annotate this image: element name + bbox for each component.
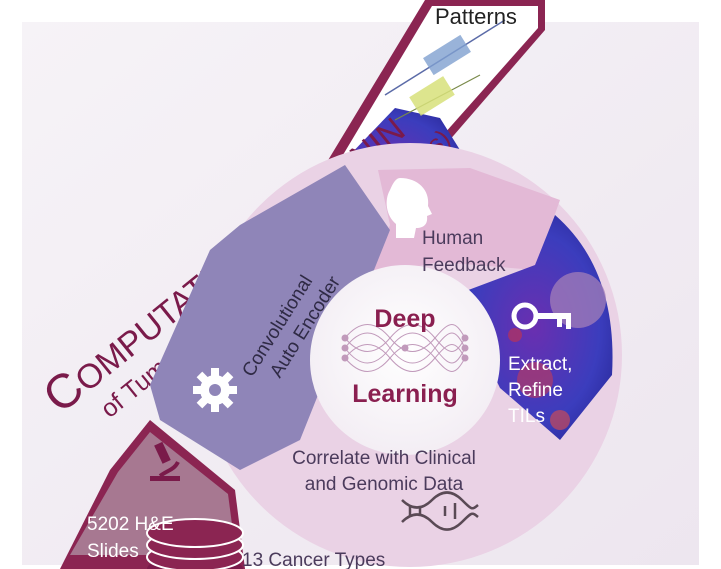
pattern-waveform [384, 19, 506, 121]
patterns-label: Patterns [435, 4, 517, 29]
key-icon [511, 302, 571, 330]
feedback-label-line2: Feedback [422, 255, 506, 276]
extract-label-line2: Refine [508, 380, 563, 401]
slides-card: 5202 H&E Slides [60, 420, 245, 569]
center-circle [310, 265, 500, 455]
deep-learning-cycle: Deep Learning Convolutional Auto Encoder [150, 143, 622, 567]
slide-stack-icon [146, 518, 244, 569]
microscope-icon [150, 441, 180, 481]
neural-net-icon [341, 324, 469, 372]
extract-label-line1: Extract, [508, 354, 572, 375]
head-icon [386, 178, 432, 238]
dna-icon [401, 491, 479, 531]
extract-label-line3: TILs [508, 406, 545, 427]
slides-label-line2: Slides [87, 541, 139, 562]
correlate-label-line2: and Genomic Data [305, 474, 464, 495]
gear-icon [193, 368, 237, 412]
feedback-label-line1: Human [422, 228, 483, 249]
center-title-line2: Learning [352, 380, 458, 408]
cancer-types-label: 13 Cancer Types [242, 550, 385, 569]
center-title-line1: Deep [374, 305, 435, 333]
correlate-label-line1: Correlate with Clinical [292, 448, 476, 469]
slides-label-line1: 5202 H&E [87, 514, 174, 535]
segment-extract-tils [455, 215, 613, 440]
